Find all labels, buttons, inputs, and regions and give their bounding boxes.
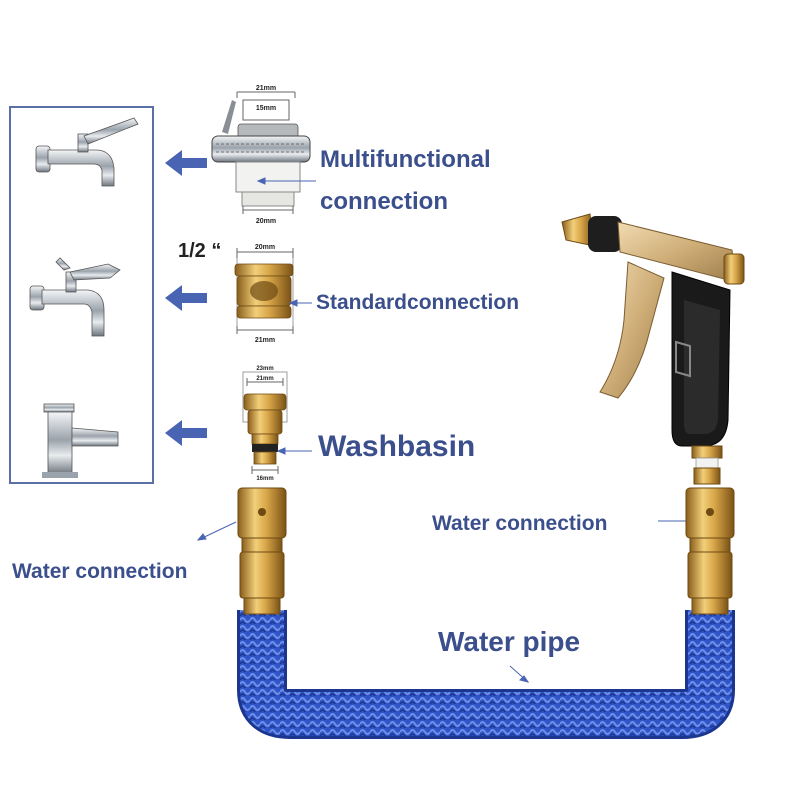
right-brass-hose-connector-icon — [685, 487, 735, 615]
dim-std-bottom: 21mm — [255, 337, 275, 344]
dim-wash-inner: 21mm — [256, 376, 273, 382]
faucet-frame — [9, 106, 154, 484]
dim-multi-inner: 15mm — [256, 105, 276, 112]
label-water-connection-left: Water connection — [12, 560, 188, 583]
arrow-left-icon — [165, 150, 207, 176]
pointer-lines — [196, 177, 704, 683]
dim-wash-outer: 23mm — [256, 366, 273, 372]
label-connection: connection — [320, 188, 449, 215]
label-standard-connection: Standardconnection — [316, 291, 520, 314]
multifunctional-adapter-icon — [211, 91, 311, 214]
spray-gun-icon — [561, 213, 745, 485]
basin-mixer-faucet-icon — [42, 403, 119, 478]
label-water-connection-right: Water connection — [432, 512, 608, 535]
label-washbasin: Washbasin — [318, 430, 476, 463]
dim-multi-top: 21mm — [256, 85, 276, 92]
standard-brass-adapter-icon — [234, 248, 294, 334]
wall-faucet-cross-icon — [29, 257, 121, 337]
dim-multi-bottom: 20mm — [256, 218, 276, 225]
label-half-inch: 1/2 “ — [178, 240, 222, 262]
dim-wash-bottom: 16mm — [256, 476, 273, 482]
blue-expandable-hose-icon — [237, 610, 735, 739]
washbasin-brass-adapter-icon — [242, 371, 288, 474]
label-water-pipe: Water pipe — [438, 626, 581, 657]
left-brass-hose-connector-icon — [237, 487, 287, 615]
wall-faucet-lever-icon — [35, 117, 139, 187]
label-multifunctional: Multifunctional — [320, 146, 491, 173]
arrow-left-icon — [165, 420, 207, 446]
dim-std-top: 20mm — [255, 244, 275, 251]
arrow-left-icon — [165, 285, 207, 311]
